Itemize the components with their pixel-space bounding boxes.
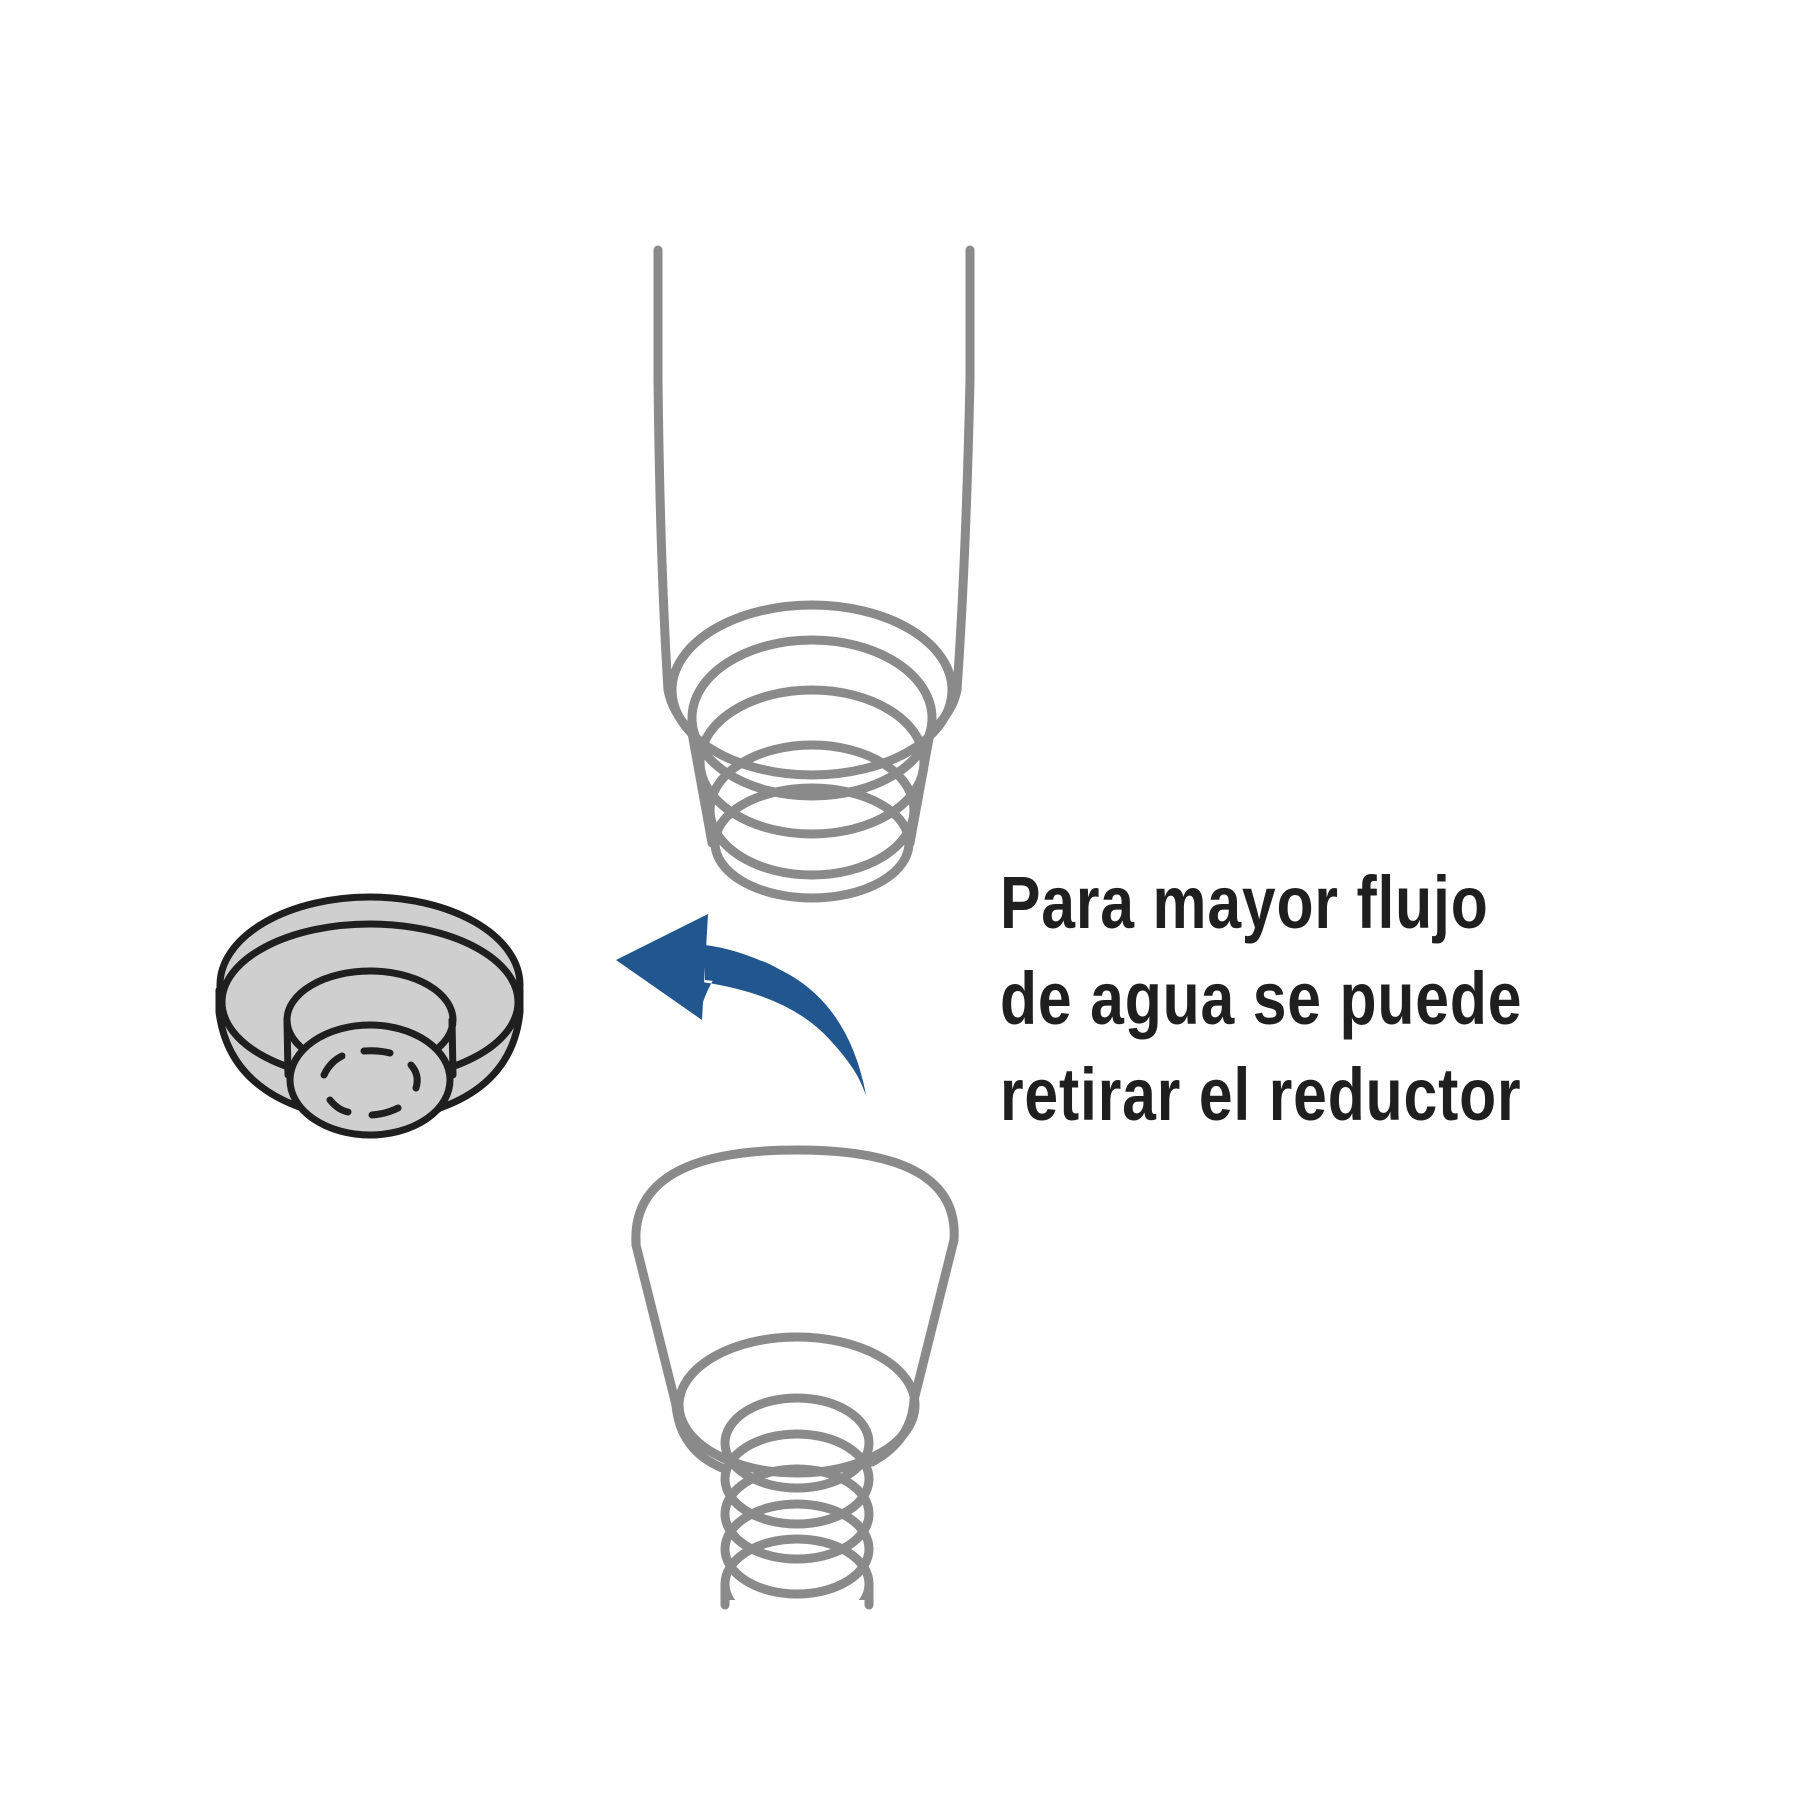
instruction-caption: Para mayor flujo de agua se puede retira… <box>1000 855 1522 1143</box>
curved-arrow-left-icon <box>616 914 866 1095</box>
instruction-line-3: retirar el reductor <box>1000 1053 1522 1136</box>
hose-nozzle-icon <box>653 245 975 903</box>
flow-reducer-icon <box>215 893 524 1139</box>
instruction-line-2: de agua se puede <box>1000 957 1523 1040</box>
threaded-connector-icon <box>631 1145 959 1660</box>
instruction-line-1: Para mayor flujo <box>1000 861 1489 944</box>
